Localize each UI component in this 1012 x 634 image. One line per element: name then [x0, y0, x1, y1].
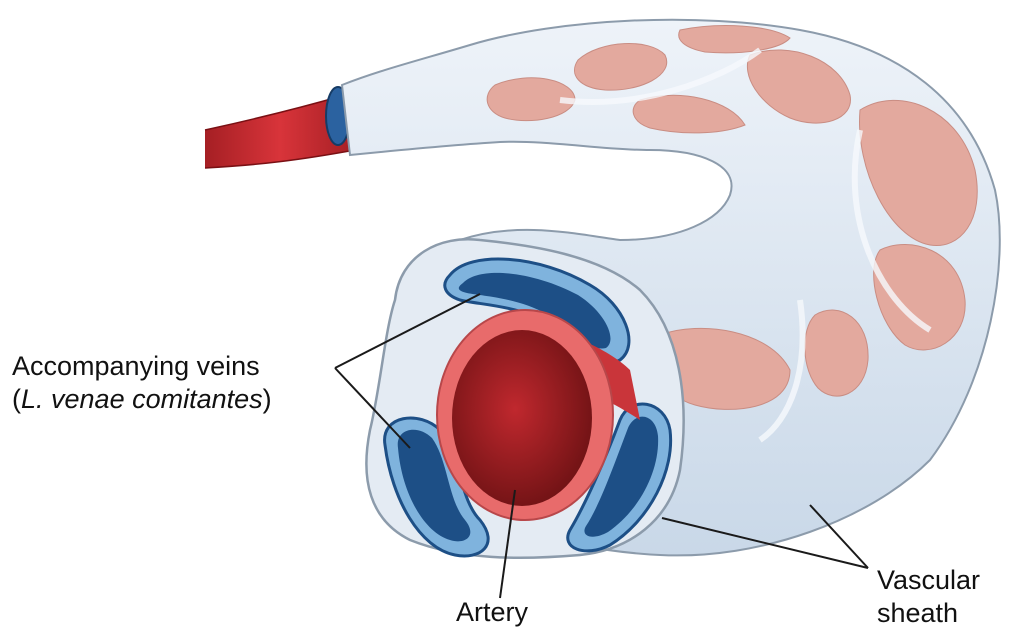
label-veins-latin: L. venae comitantes	[21, 384, 263, 414]
label-veins-line2: (L. venae comitantes)	[12, 383, 272, 416]
label-veins-paren-open: (	[12, 384, 21, 414]
label-veins-line1: Accompanying veins	[12, 350, 272, 383]
label-artery: Artery	[456, 596, 528, 629]
artery-cross-section	[437, 310, 613, 520]
label-vascular-sheath: Vascular sheath	[877, 564, 980, 630]
label-sheath-line2: sheath	[877, 597, 980, 630]
label-veins-paren-close: )	[263, 384, 272, 414]
label-sheath-line1: Vascular	[877, 564, 980, 597]
label-accompanying-veins: Accompanying veins (L. venae comitantes)	[12, 350, 272, 416]
